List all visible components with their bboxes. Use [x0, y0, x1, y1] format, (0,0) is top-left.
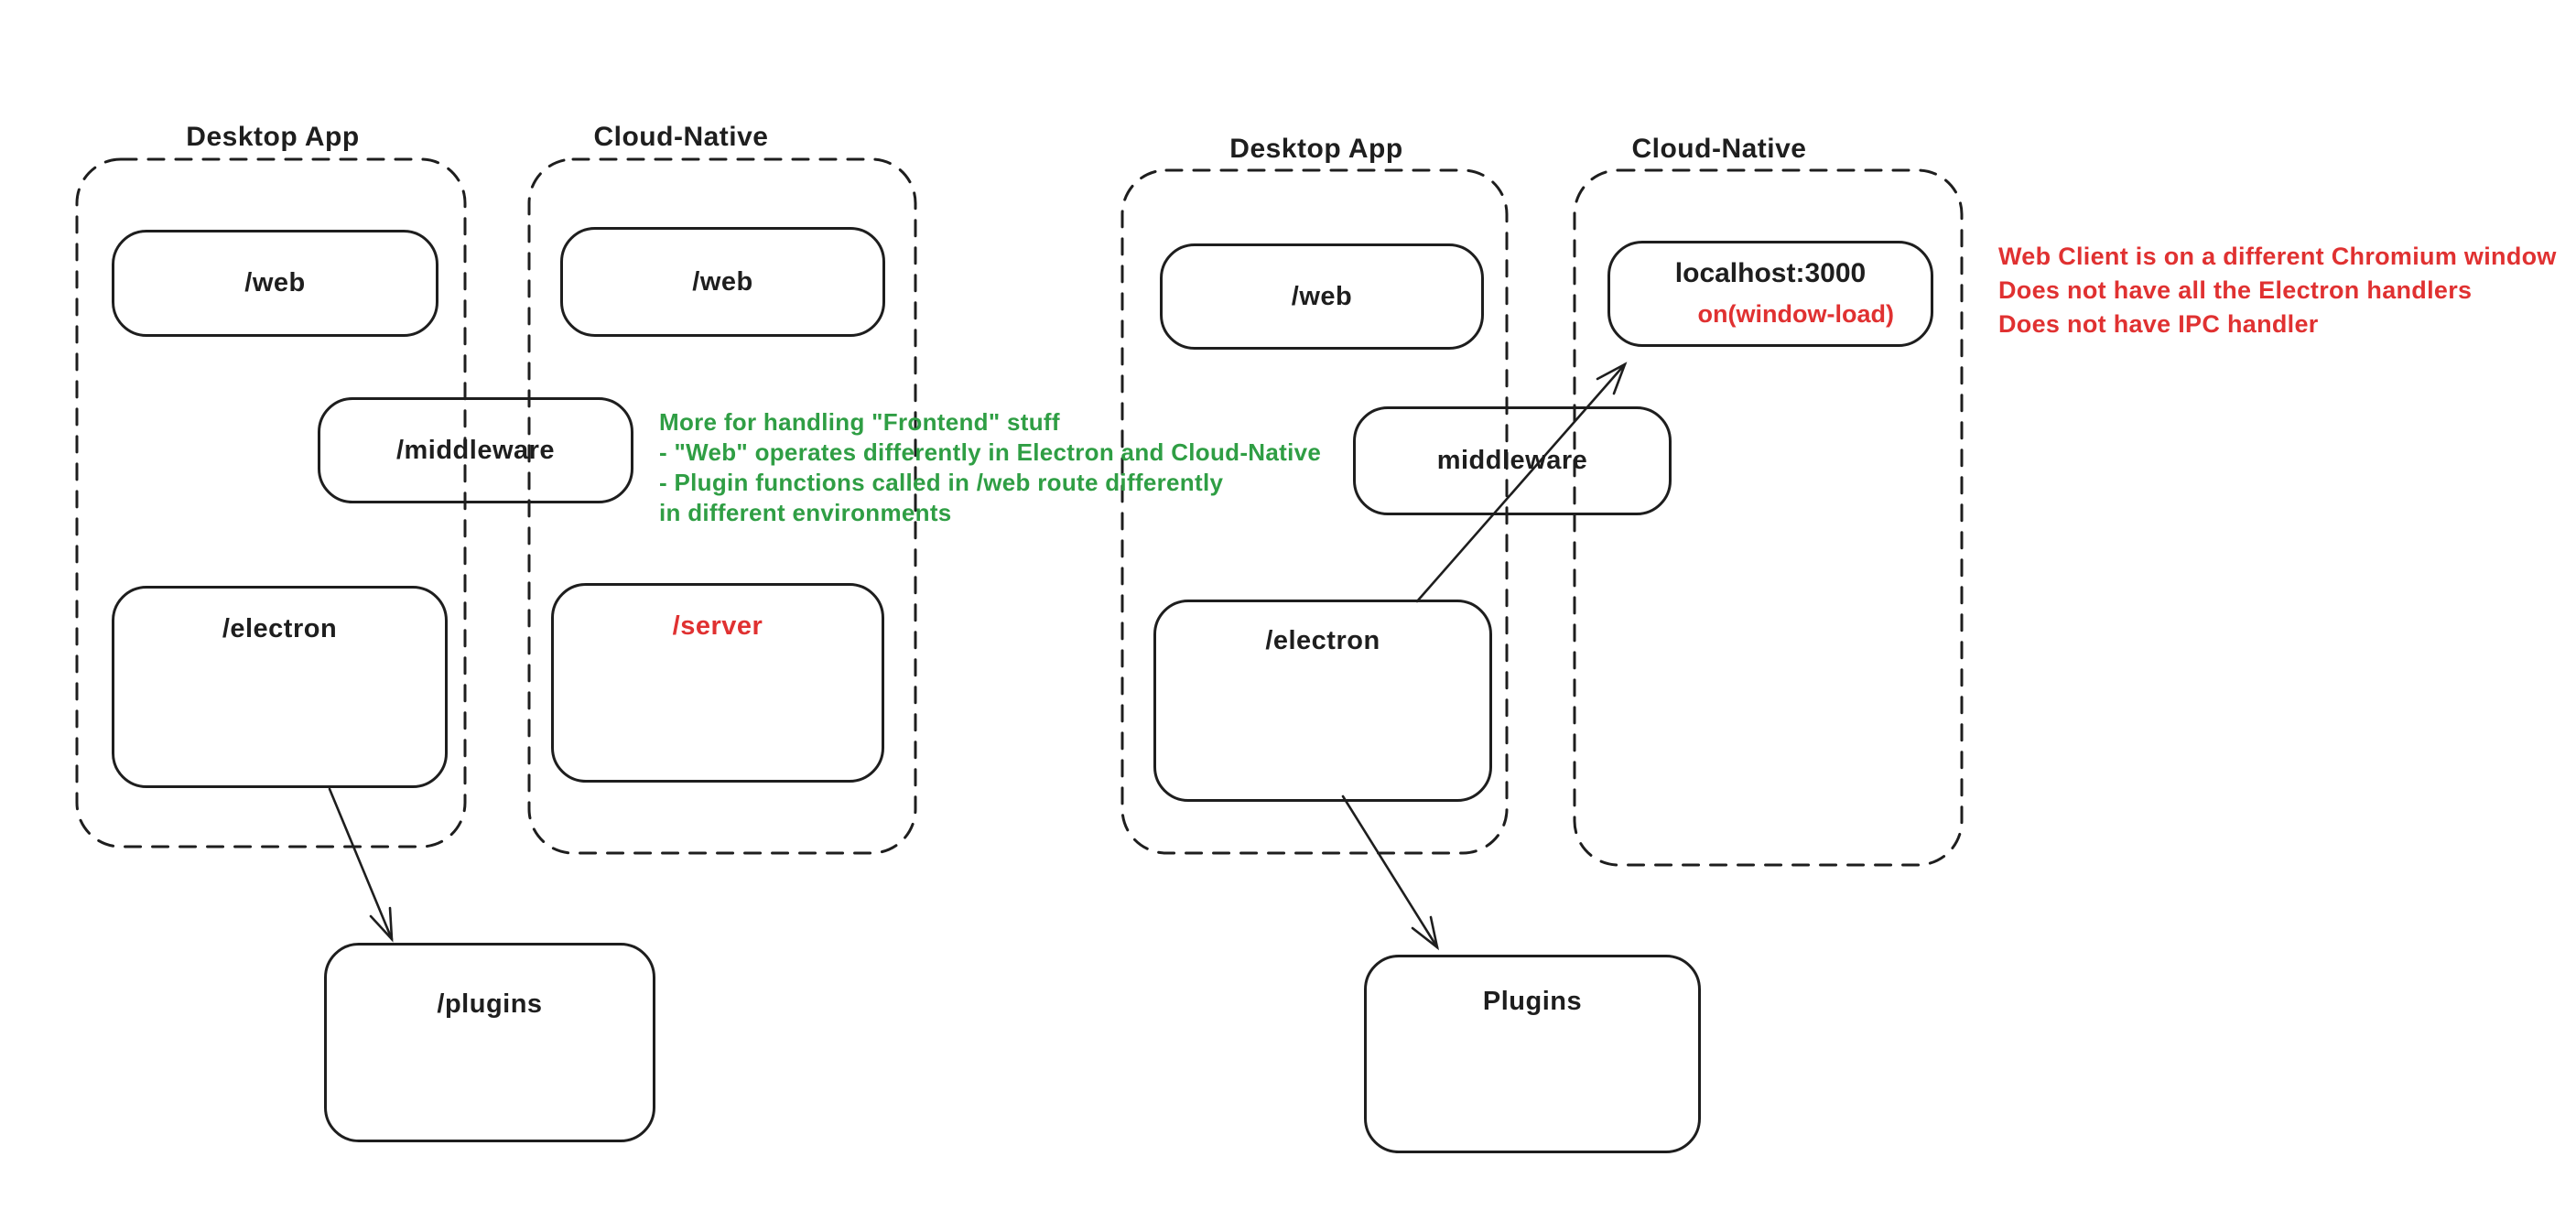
red-annotation[interactable]: Web Client is on a different Chromium wi…	[1998, 240, 2557, 341]
green-annotation-line: More for handling "Frontend" stuff	[659, 408, 1060, 436]
red-annotation-line: Does not have all the Electron handlers	[1998, 276, 2473, 304]
green-annotation-line: - Plugin functions called in /web route …	[659, 469, 1224, 496]
green-annotation-line: in different environments	[659, 499, 952, 526]
box-server-left[interactable]: /server	[551, 583, 884, 783]
arrow-electron-to-localhost-right[interactable]	[1415, 362, 1628, 603]
box-label: Plugins	[1482, 987, 1583, 1016]
group-label-desktop-app-left[interactable]: Desktop App	[186, 122, 360, 152]
arrow-electron-to-plugins-left[interactable]	[328, 787, 394, 943]
desktop-app-group-outline-right[interactable]	[1120, 168, 1509, 855]
group-label-desktop-app-right[interactable]: Desktop App	[1229, 134, 1403, 164]
box-label: /web	[244, 268, 306, 297]
group-label-cloud-native-right[interactable]: Cloud-Native	[1631, 134, 1807, 164]
green-annotation[interactable]: More for handling "Frontend" stuff - "We…	[659, 407, 1321, 528]
box-label: middleware	[1436, 446, 1588, 475]
localhost-title: localhost:3000	[1674, 258, 1867, 288]
box-label: /electron	[1265, 626, 1380, 655]
arrow-electron-to-plugins-right[interactable]	[1341, 794, 1440, 951]
box-middleware-right[interactable]: middleware	[1353, 406, 1672, 515]
cloud-native-group-outline-left[interactable]	[527, 157, 917, 855]
box-plugins-right[interactable]: Plugins	[1364, 955, 1701, 1153]
green-annotation-line: - "Web" operates differently in Electron…	[659, 438, 1322, 466]
box-web-right[interactable]: /web	[1160, 243, 1484, 350]
box-electron-right[interactable]: /electron	[1153, 600, 1492, 802]
box-label: /web	[1291, 281, 1353, 311]
box-label: /server	[672, 611, 763, 641]
box-web-desktop-left[interactable]: /web	[112, 230, 438, 337]
box-label: /web	[692, 266, 753, 297]
box-label: /plugins	[437, 989, 543, 1019]
box-web-cloud-left[interactable]: /web	[560, 227, 885, 337]
cloud-native-group-outline-right[interactable]	[1573, 168, 1964, 867]
box-middleware-left[interactable]: /middleware	[318, 397, 633, 503]
group-label-cloud-native-left[interactable]: Cloud-Native	[593, 122, 769, 152]
box-label: /middleware	[395, 435, 556, 465]
box-localhost-3000[interactable]: localhost:3000 on(window-load)	[1607, 241, 1933, 347]
box-electron-left[interactable]: /electron	[112, 586, 448, 788]
box-label: /electron	[222, 614, 338, 643]
window-load-event-label: on(window-load)	[1697, 300, 1894, 328]
red-annotation-line: Does not have IPC handler	[1998, 310, 2319, 338]
box-plugins-left[interactable]: /plugins	[324, 943, 655, 1142]
red-annotation-line: Web Client is on a different Chromium wi…	[1998, 243, 2557, 270]
